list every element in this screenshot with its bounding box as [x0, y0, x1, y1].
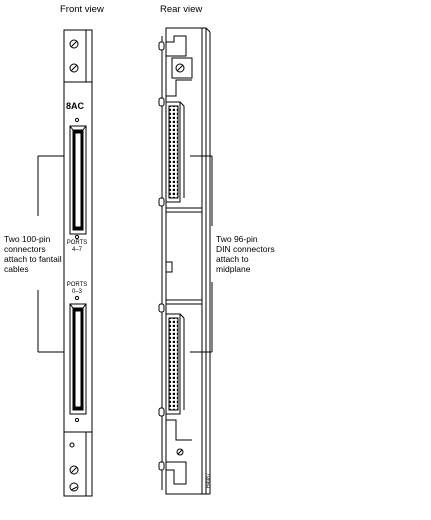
rear-panel: [161, 27, 211, 495]
callout-bracket-left: [37, 155, 64, 353]
rear-view-title: Rear view: [160, 4, 203, 15]
rear-din-connector-top: [165, 101, 185, 203]
front-connector-bottom: [69, 303, 87, 415]
ports-top-range: 4–7: [71, 247, 82, 253]
callout-right-line: DIN connectors: [216, 244, 275, 254]
callout-left-line: cables: [4, 264, 29, 274]
ports-bottom-label: PORTS 0–3: [64, 282, 90, 296]
card-model-label: 8AC: [66, 101, 85, 111]
callout-left-line: connectors: [4, 244, 46, 254]
front-panel: [63, 29, 93, 497]
ports-top-label: PORTS 4–7: [64, 240, 90, 254]
rear-din-connector-bottom: [165, 313, 185, 415]
callout-left-line: Two 100-pin: [4, 234, 51, 244]
callout-left-line: attach to fantail: [4, 254, 62, 264]
front-view-title: Front view: [60, 4, 104, 15]
figure-id: H4987: [206, 473, 212, 488]
ports-bottom-title: PORTS: [66, 282, 88, 288]
callout-left-text: Two 100-pin connectors attach to fantail…: [4, 234, 62, 274]
callout-right-text: Two 96-pin DIN connectors attach to midp…: [216, 234, 275, 274]
front-connector-top: [69, 125, 87, 235]
ports-top-title: PORTS: [66, 240, 88, 246]
edge-stud-icon: [158, 41, 165, 471]
screw-icon: [69, 39, 79, 492]
callout-bracket-right: [190, 155, 213, 353]
callout-right-line: Two 96-pin: [216, 234, 258, 244]
mounting-hole-icon: [69, 117, 80, 448]
callout-right-line: attach to: [216, 254, 249, 264]
screw-icon: [175, 63, 185, 456]
callout-right-line: midplane: [216, 264, 251, 274]
ports-bottom-range: 0–3: [71, 289, 82, 295]
